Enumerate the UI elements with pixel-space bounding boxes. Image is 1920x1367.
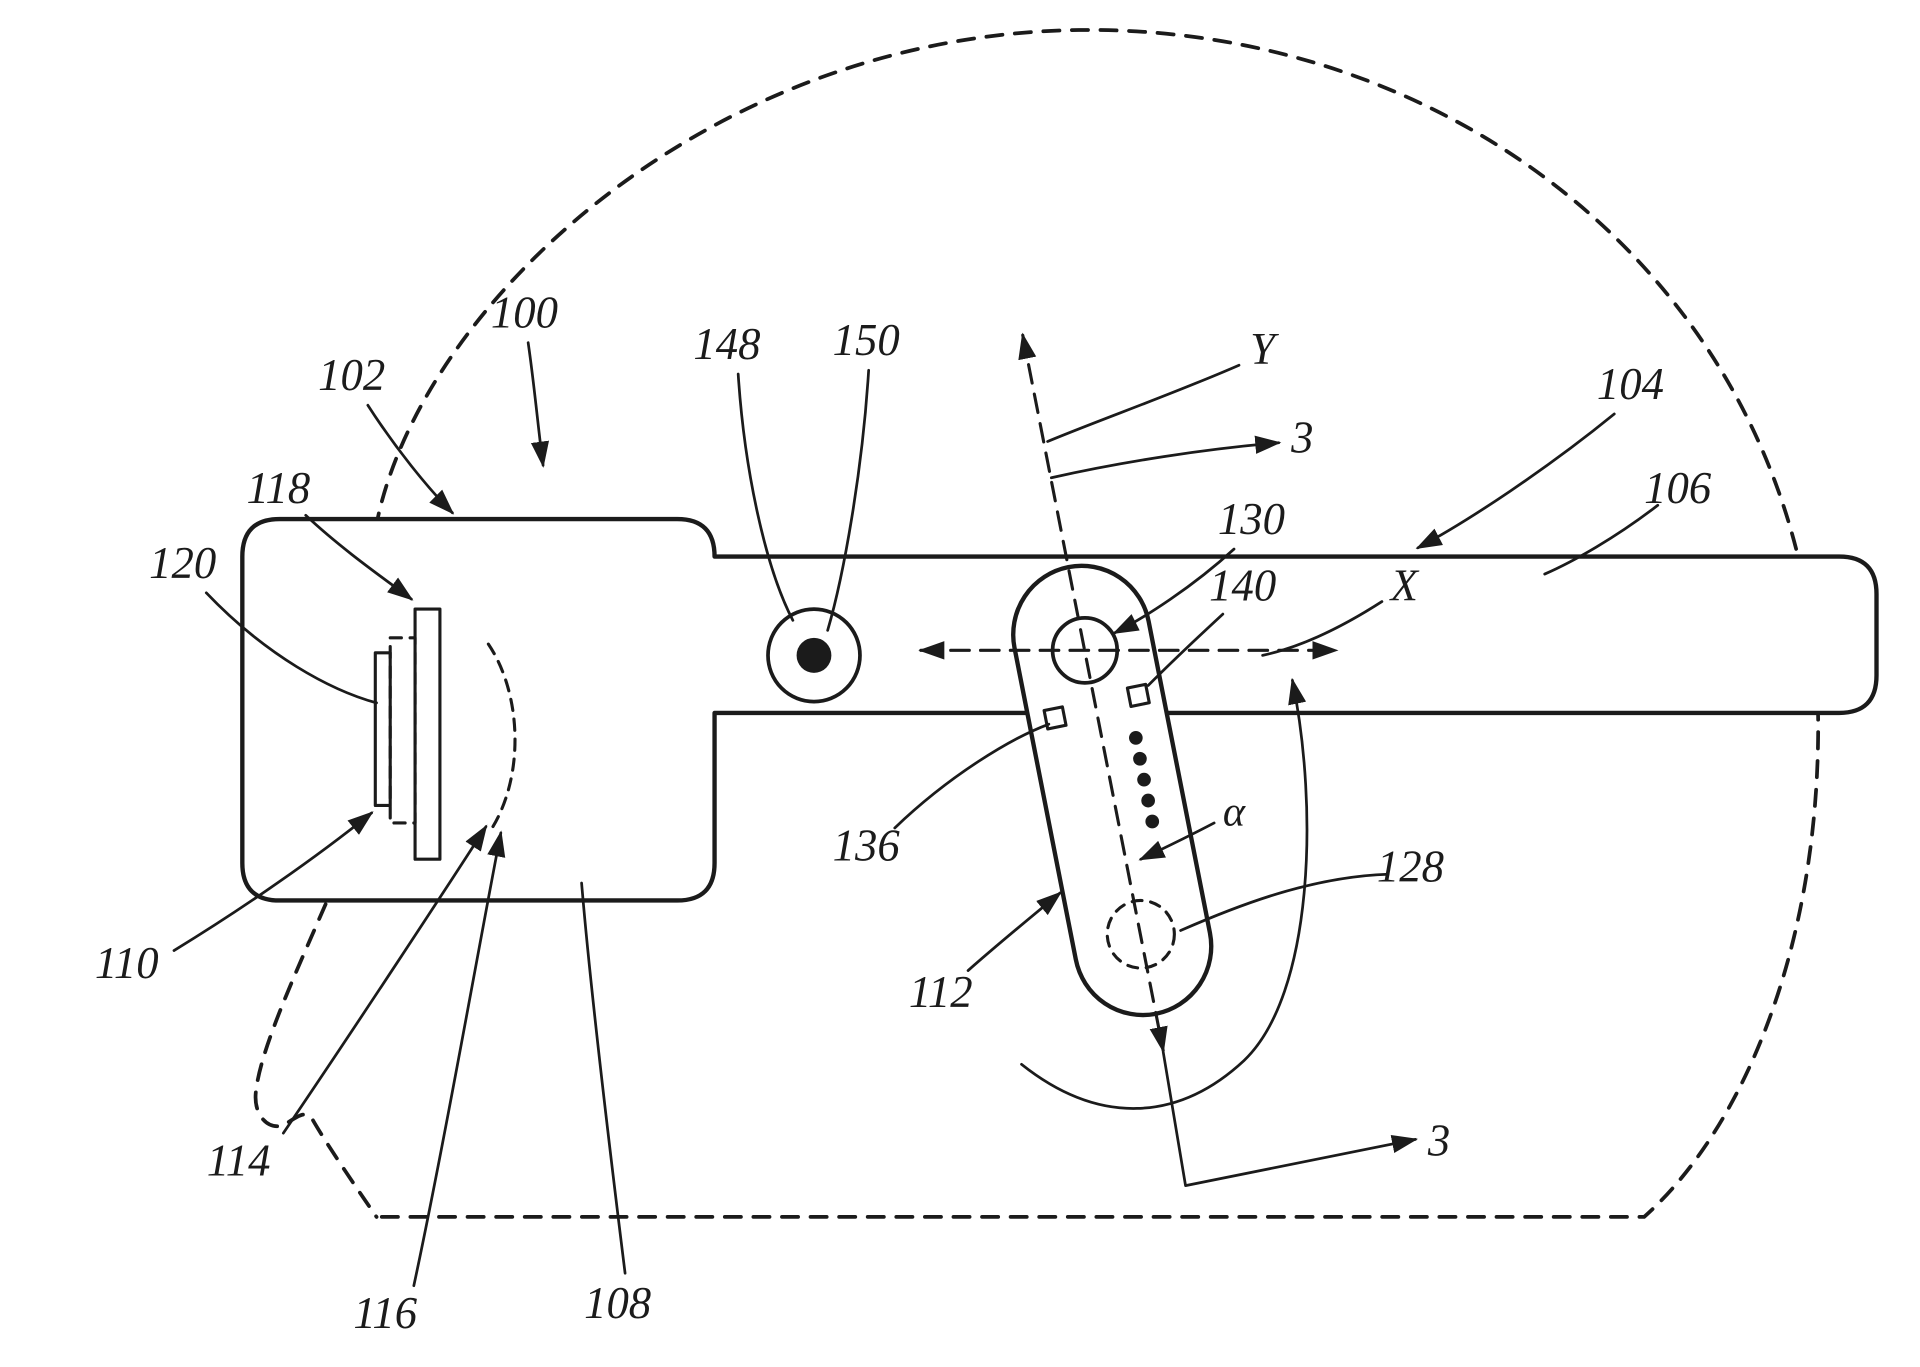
leader-116 xyxy=(412,830,506,1288)
ref-label-alpha: α xyxy=(1223,788,1246,835)
leader-150 xyxy=(826,368,871,632)
display-component-solid xyxy=(413,607,442,861)
ref-label-100: 100 xyxy=(491,288,558,338)
ref-label-128: 128 xyxy=(1377,842,1444,892)
ref-label-136: 136 xyxy=(833,820,901,870)
ref-label-y-axis: Y xyxy=(1250,324,1279,374)
leader-104 xyxy=(1415,412,1616,550)
ref-label-116: 116 xyxy=(353,1288,417,1338)
leader-108 xyxy=(580,881,627,1275)
leader-102 xyxy=(366,403,455,515)
ref-label-114: 114 xyxy=(207,1136,271,1186)
ref-label-108: 108 xyxy=(584,1278,651,1328)
camera-lens xyxy=(796,637,832,673)
leader-100 xyxy=(526,341,550,468)
leader-alpha xyxy=(1138,821,1216,861)
leader-140 xyxy=(1146,612,1225,687)
ref-label-section-top: 3 xyxy=(1290,413,1313,463)
y-axis-line xyxy=(1018,332,1168,1054)
ref-label-106: 106 xyxy=(1644,463,1712,513)
ref-label-140: 140 xyxy=(1209,560,1276,610)
leader-130 xyxy=(1112,547,1236,635)
leader-y-axis xyxy=(1046,363,1241,443)
section-line-top xyxy=(1049,435,1282,480)
ref-label-102: 102 xyxy=(318,350,385,400)
leader-110 xyxy=(172,811,374,952)
leader-106 xyxy=(1543,503,1660,576)
ref-label-148: 148 xyxy=(693,319,760,369)
leader-148 xyxy=(736,372,795,622)
ref-label-section-bottom: 3 xyxy=(1427,1116,1450,1166)
ref-label-150: 150 xyxy=(833,315,900,365)
lens-curve xyxy=(486,642,517,830)
rotation-arrow xyxy=(1020,677,1309,1110)
display-component-dashed xyxy=(388,636,417,825)
jaw-outline xyxy=(253,902,379,1219)
leader-114 xyxy=(281,824,488,1135)
leader-112 xyxy=(966,891,1063,972)
ref-label-x-axis: X xyxy=(1389,560,1420,610)
leader-x-axis xyxy=(1261,600,1384,657)
ref-label-118: 118 xyxy=(246,463,310,513)
leader-128 xyxy=(1179,872,1390,932)
head-outline xyxy=(369,28,1820,1219)
ref-label-104: 104 xyxy=(1597,359,1664,409)
leader-120 xyxy=(204,591,378,705)
ref-label-112: 112 xyxy=(909,967,973,1017)
ref-label-130: 130 xyxy=(1218,494,1285,544)
leader-136 xyxy=(893,722,1051,830)
section-line-bottom xyxy=(1161,1050,1419,1188)
leader-118 xyxy=(304,513,414,601)
ref-label-120: 120 xyxy=(149,538,216,588)
ref-label-110: 110 xyxy=(95,938,159,988)
